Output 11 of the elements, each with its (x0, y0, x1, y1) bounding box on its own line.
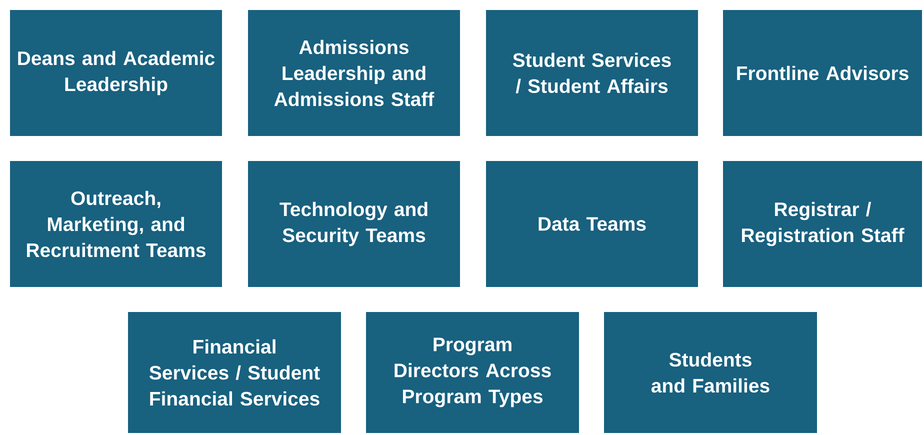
team-box: Admissions Leadership and Admissions Staff (248, 10, 460, 136)
team-box: Student Services / Student Affairs (486, 10, 698, 136)
team-box: Frontline Advisors (723, 10, 922, 136)
team-box: Students and Families (604, 312, 817, 433)
team-box: Outreach, Marketing, and Recruitment Teams (10, 161, 222, 287)
team-box: Registrar / Registration Staff (723, 161, 922, 287)
team-box: Financial Services / Student Financial Services (128, 312, 341, 433)
team-box: Technology and Security Teams (248, 161, 460, 287)
team-box: Program Directors Across Program Types (366, 312, 579, 433)
team-box: Data Teams (486, 161, 698, 287)
team-box: Deans and Academic Leadership (10, 10, 222, 136)
